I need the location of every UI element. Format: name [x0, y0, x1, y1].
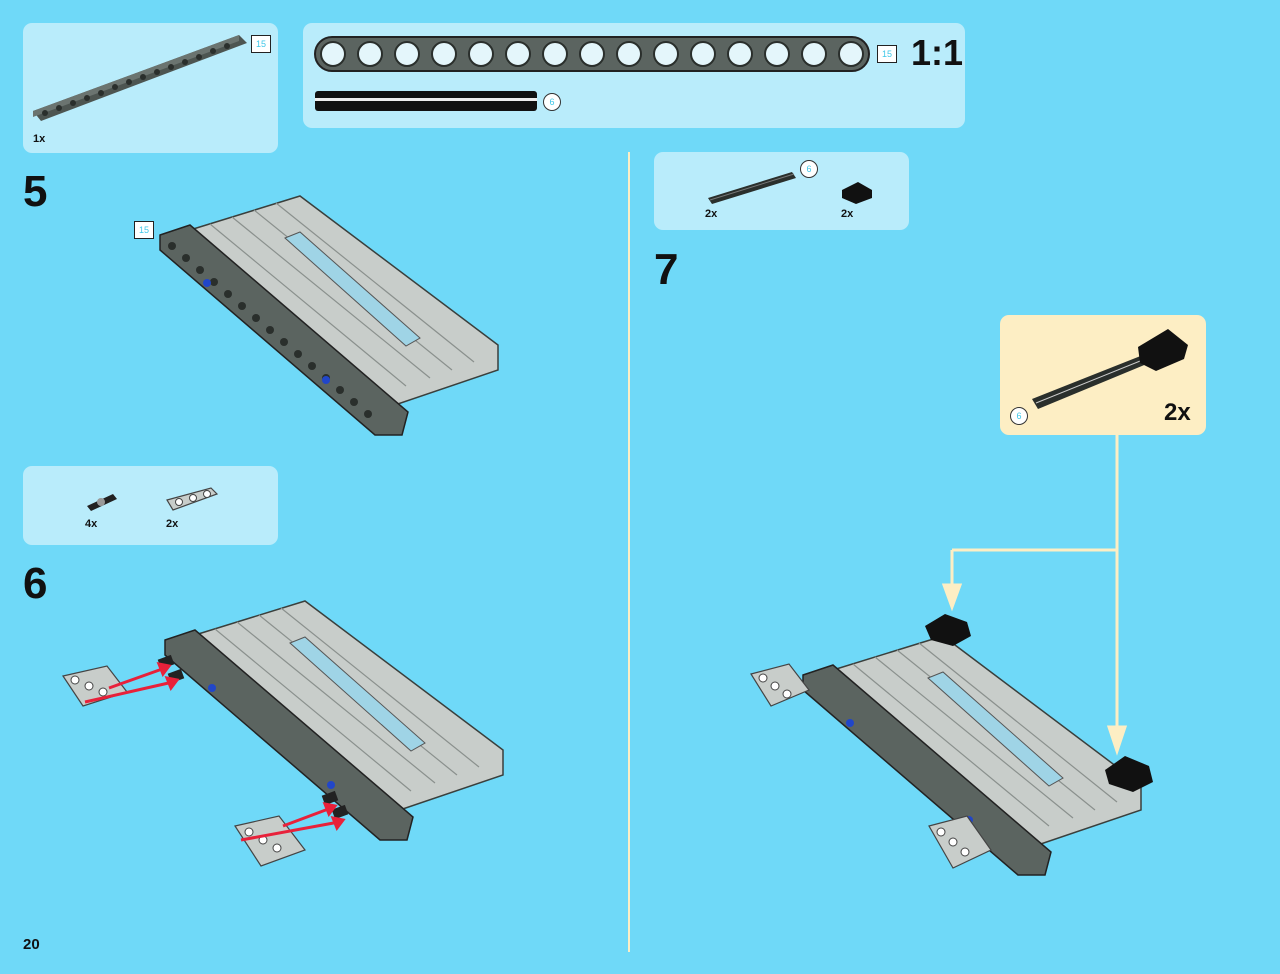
- scale-label: 1:1: [911, 32, 964, 73]
- parts-box-step5: 15 1x: [23, 23, 278, 153]
- pin-icon: [87, 494, 117, 511]
- step-number-5: 5: [23, 167, 48, 216]
- axle-6-icon: [708, 172, 796, 204]
- axle-length-label: 6: [800, 160, 818, 178]
- beam-15-dark: [159, 224, 409, 436]
- assembly-arrows: [84, 661, 346, 842]
- callout-quantity: 2x: [1164, 399, 1191, 426]
- beam-15-icon: [33, 35, 247, 121]
- scale-axle-length-label: 6: [543, 93, 561, 111]
- beam-15-actual-size-icon: [314, 36, 870, 111]
- axle-connector-top: [925, 614, 971, 646]
- axle-with-connector-icon: [1032, 329, 1188, 409]
- scale-beam-length-label: 15: [877, 45, 897, 63]
- beam-3-quantity: 2x: [166, 518, 179, 530]
- axle-quantity: 2x: [705, 208, 718, 220]
- axle-connector-bottom: [1105, 756, 1153, 792]
- beam-3-attached-top: [750, 663, 810, 707]
- beam-3-left-bottom: [234, 815, 306, 867]
- beam-quantity: 1x: [33, 133, 46, 145]
- step7-subassembly-callout: 6 2x: [1000, 315, 1206, 435]
- page-number: 20: [23, 936, 40, 953]
- step5-assembly-illustration: [159, 195, 499, 436]
- page-divider: [628, 152, 630, 952]
- scale-box: 15 6 1:1: [303, 23, 965, 128]
- beam-3-icon: [166, 487, 219, 511]
- step-number-6: 6: [23, 559, 48, 608]
- step-number-7: 7: [654, 245, 679, 294]
- step7-assembly-illustration: [750, 614, 1153, 876]
- axle-connector-icon: [842, 182, 872, 204]
- beam-3-attached-bottom: [928, 815, 992, 869]
- connector-quantity: 2x: [841, 208, 854, 220]
- step5-length-label: 15: [134, 221, 154, 239]
- beam-length-label: 15: [251, 35, 271, 53]
- pin-pair-bottom: [321, 790, 349, 820]
- callout-axle-length-label: 6: [1010, 407, 1028, 425]
- step6-assembly-illustration: [62, 600, 504, 867]
- callout-arrows: [941, 435, 1128, 756]
- pin-quantity: 4x: [85, 518, 98, 530]
- parts-box-step7: 6 2x 2x: [654, 152, 909, 230]
- parts-box-step6: 4x 2x: [23, 466, 278, 545]
